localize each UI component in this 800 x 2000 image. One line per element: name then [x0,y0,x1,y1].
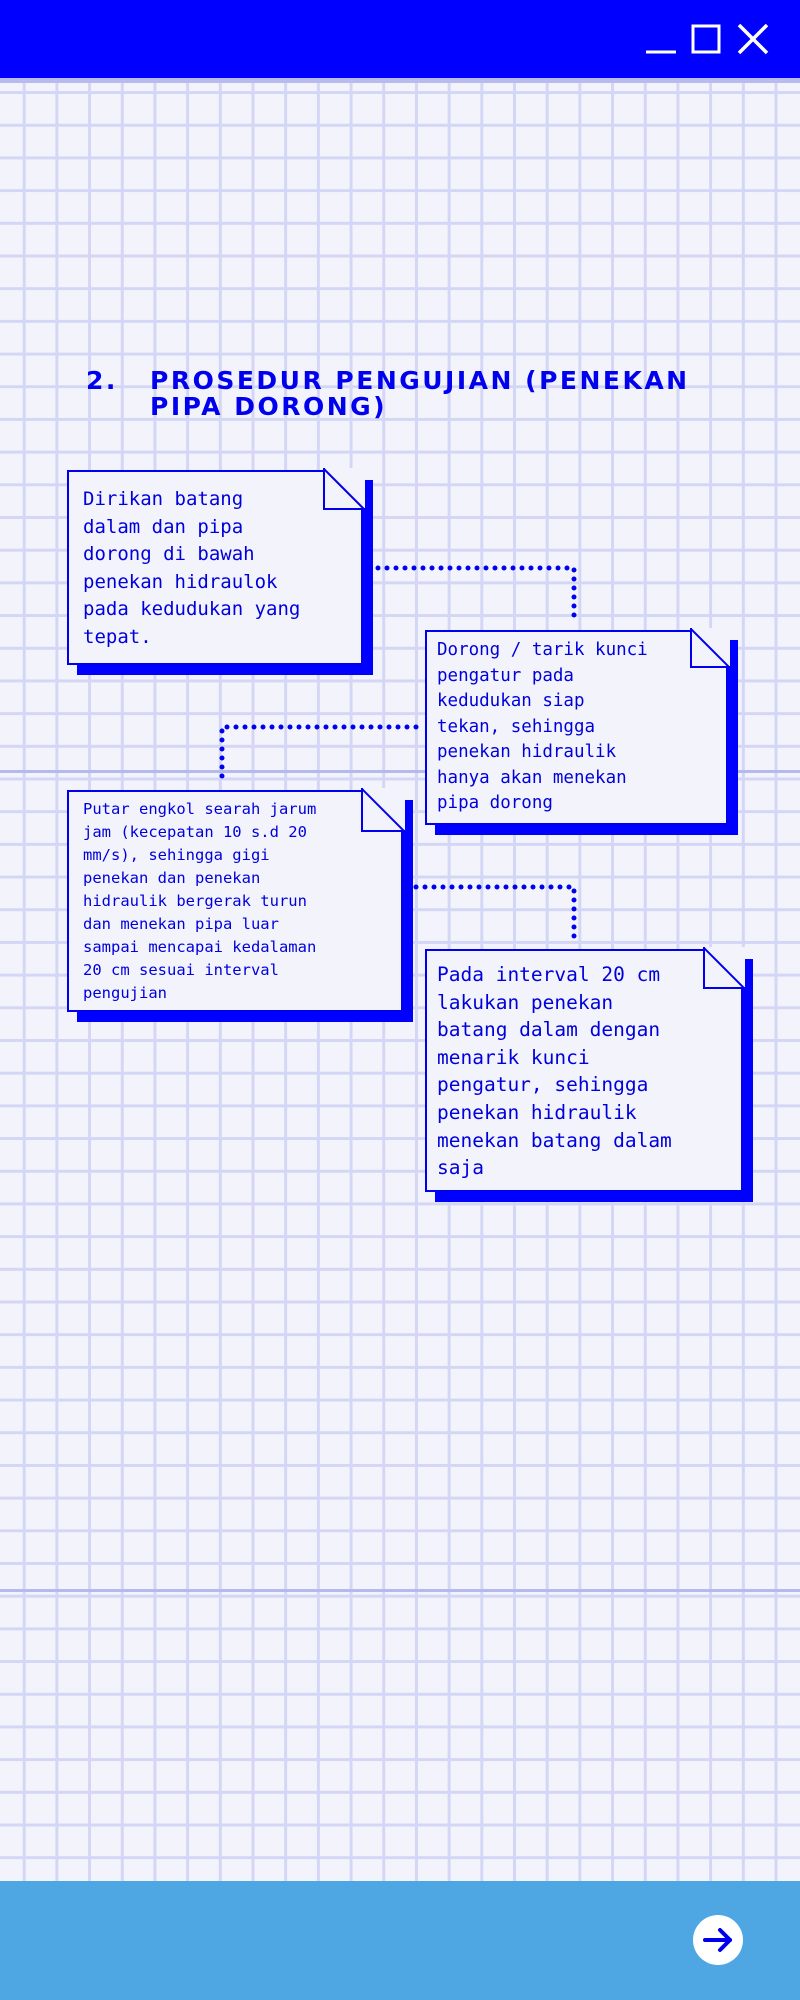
step-card-3: Putar engkol searah jarum jam (kecepatan… [67,788,413,1022]
step-text: Dirikan batang dalam dan pipa dorong di … [83,488,301,648]
grid-divider [0,1589,800,1592]
window-titlebar [0,0,800,78]
step-card-2: Dorong / tarik kunci pengatur pada kedud… [425,628,738,835]
page-fold-icon [323,468,365,510]
card-paper [425,630,728,825]
footer-bar [0,1881,800,2000]
page-fold-icon [703,947,745,989]
card-paper [67,790,403,1012]
minimize-icon[interactable] [644,22,678,56]
step-card-4: Pada interval 20 cm lakukan penekan bata… [425,947,753,1202]
card-paper [67,470,363,665]
step-text: Putar engkol searah jarum jam (kecepatan… [83,800,317,1002]
step-text: Dorong / tarik kunci pengatur pada kedud… [437,640,648,813]
maximize-icon[interactable] [689,22,723,56]
arrow-right-icon [703,1928,732,1952]
section-title: PROSEDUR PENGUJIAN (PENEKAN PIPA DORONG) [150,366,690,421]
close-icon[interactable] [736,22,770,56]
titlebar-divider [0,78,800,83]
next-button[interactable] [693,1915,743,1965]
page-fold-icon [361,788,405,832]
step-text: Pada interval 20 cm lakukan penekan bata… [437,963,672,1180]
step-card-1: Dirikan batang dalam dan pipa dorong di … [67,468,373,675]
section-number: 2. [86,366,118,395]
card-paper [425,949,743,1192]
page-fold-icon [690,628,730,668]
grid-divider [0,770,800,773]
